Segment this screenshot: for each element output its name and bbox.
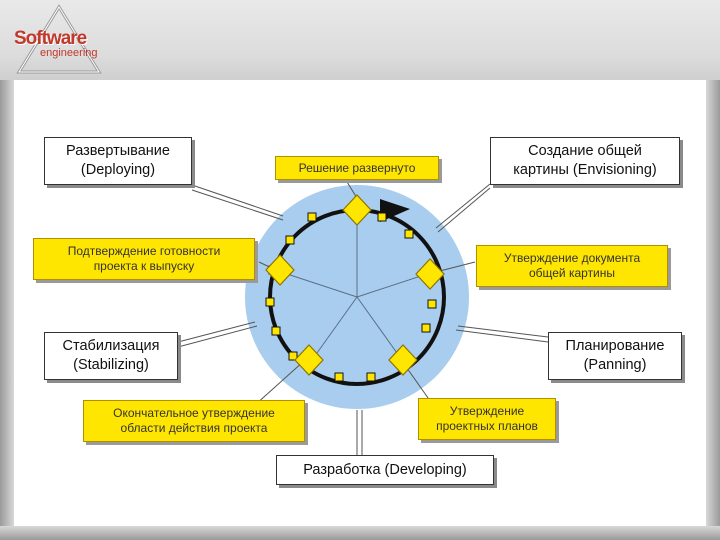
phase-stabilizing: Стабилизация (Stabilizing) xyxy=(44,332,178,380)
phase-stabilizing-line1: Стабилизация xyxy=(62,338,160,354)
milestone-release-line1: Подтверждение готовности xyxy=(67,244,221,258)
milestone-vision-note: Утверждение документа общей картины xyxy=(476,245,668,287)
frame-left xyxy=(0,80,14,540)
milestone-deployed-line1: Решение развернуто xyxy=(298,160,416,175)
milestone-vision-line1: Утверждение документа xyxy=(503,251,641,265)
milestone-release-line2: проекта к выпуску xyxy=(93,259,195,273)
direction-arrow-icon xyxy=(380,199,410,222)
milestone-scope-note: Окончательное утверждение области действ… xyxy=(83,400,305,442)
milestone-deployed-note: Решение развернуто xyxy=(275,156,439,180)
phase-envisioning-line1: Создание общей xyxy=(528,143,642,159)
software-engineering-logo: Software engineering xyxy=(4,4,104,76)
logo-text-software: Software xyxy=(14,28,87,49)
phase-planning: Планирование (Panning) xyxy=(548,332,682,380)
milestone-diamond-vision xyxy=(415,258,445,290)
milestone-plans-line2: проектных планов xyxy=(436,419,538,433)
header-bar xyxy=(0,0,720,80)
milestone-diamond-plans xyxy=(388,344,418,376)
milestone-diamond-scope xyxy=(294,344,324,376)
major-milestones xyxy=(265,194,445,376)
phase-deploying: Развертывание (Deploying) xyxy=(44,137,192,185)
milestone-vision-line2: общей картины xyxy=(528,266,616,280)
milestone-scope-line2: области действия проекта xyxy=(120,421,268,435)
phase-deploying-line1: Развертывание xyxy=(66,143,170,159)
phase-stabilizing-line2: (Stabilizing) xyxy=(73,357,149,373)
milestone-release-note: Подтверждение готовности проекта к выпус… xyxy=(33,238,255,280)
phase-envisioning: Создание общей картины (Envisioning) xyxy=(490,137,680,185)
leader-lines xyxy=(177,181,549,455)
phase-developing-line1: Разработка (Developing) xyxy=(303,461,467,478)
frame-bottom xyxy=(0,526,720,540)
phase-developing: Разработка (Developing) xyxy=(276,455,494,485)
logo-text-engineering: engineering xyxy=(40,47,98,59)
phase-deploying-line2: (Deploying) xyxy=(80,162,156,178)
milestone-diamond-deployed xyxy=(342,194,372,226)
phase-planning-line2: (Panning) xyxy=(583,357,647,373)
phase-planning-line1: Планирование xyxy=(565,338,665,354)
milestone-diamond-release xyxy=(265,254,295,286)
milestone-plans-line1: Утверждение xyxy=(449,404,525,418)
milestone-scope-line1: Окончательное утверждение xyxy=(113,406,275,420)
milestone-plans-note: Утверждение проектных планов xyxy=(418,398,556,440)
phase-envisioning-line2: картины (Envisioning) xyxy=(513,162,657,178)
logo-triangle-icon xyxy=(16,4,102,74)
frame-right xyxy=(706,80,720,540)
